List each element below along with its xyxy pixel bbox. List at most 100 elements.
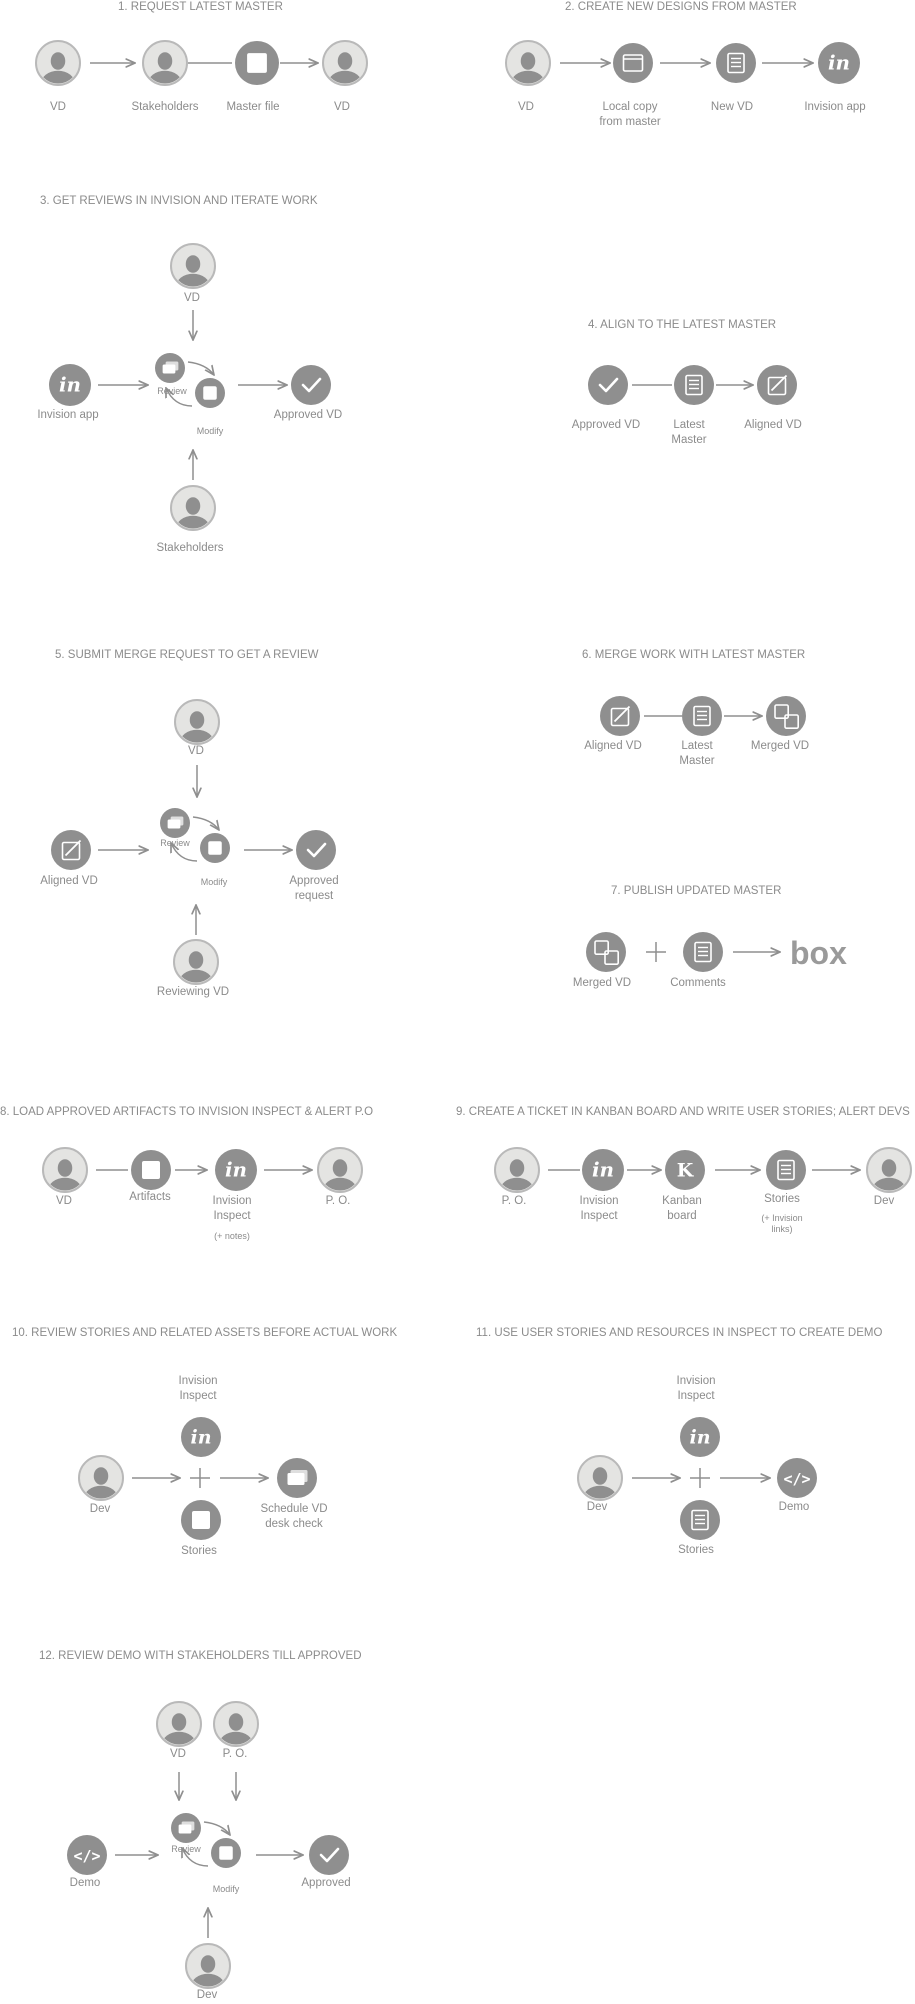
s12-po-label: P. O. [222, 1748, 248, 1760]
s11-demo-icon: </> [777, 1458, 817, 1498]
svg-text:</>: </> [783, 1470, 810, 1488]
s1-stakeholders-label: Stakeholders [131, 101, 199, 113]
s5-review-icon [160, 808, 190, 838]
s3-vd-label: VD [184, 292, 200, 304]
section-1-title: 1. REQUEST LATEST MASTER [118, 1, 283, 13]
s9-po-label: P. O. [501, 1195, 527, 1207]
s2-invision-icon: in [818, 42, 860, 84]
s8-vd-avatar [42, 1147, 88, 1193]
section-10-title: 10. REVIEW STORIES AND RELATED ASSETS BE… [12, 1327, 398, 1339]
section-12-title: 12. REVIEW DEMO WITH STAKEHOLDERS TILL A… [39, 1650, 362, 1662]
s2-new-vd-label: New VD [710, 101, 754, 113]
s2-invision-label: Invision app [804, 101, 866, 113]
s9-inspect-label: Invision Inspect [579, 1195, 619, 1222]
s8-po-label: P. O. [325, 1195, 351, 1207]
s7-box-logo: box [790, 935, 847, 971]
s7-plus [646, 942, 666, 962]
s9-stories-label: Stories [764, 1193, 800, 1205]
s10-stories-icon [181, 1500, 221, 1540]
s9-inspect-icon: in [582, 1149, 624, 1191]
svg-text:box: box [790, 935, 847, 971]
s5-loop-arrow-down [192, 816, 219, 830]
s8-po-avatar [317, 1147, 363, 1193]
section-7-title: 7. PUBLISH UPDATED MASTER [611, 885, 782, 897]
s12-review-label: Review [171, 1844, 201, 1854]
s1-vd-avatar [35, 40, 81, 86]
s3-approved-label: Approved VD [273, 409, 343, 421]
section-2-title: 2. CREATE NEW DESIGNS FROM MASTER [565, 1, 797, 13]
s9-links-label: (+ Invision links) [761, 1213, 803, 1234]
s3-invision-icon: in [49, 364, 91, 406]
s2-local-copy-label: Local copy from master [599, 101, 661, 128]
section-9-title: 9. CREATE A TICKET IN KANBAN BOARD AND W… [456, 1106, 910, 1118]
s9-dev-label: Dev [873, 1195, 895, 1207]
s3-loop-arrow-up [166, 388, 193, 407]
s9-kanban-icon: K [665, 1150, 705, 1190]
section-5-title: 5. SUBMIT MERGE REQUEST TO GET A REVIEW [55, 649, 319, 661]
s10-stories-label: Stories [181, 1545, 217, 1557]
s7-merged-icon [586, 932, 626, 972]
s5-modify-label: Modify [200, 877, 228, 887]
s4-latest-label: Latest Master [671, 419, 707, 446]
s4-approved-icon [588, 365, 628, 405]
s4-aligned-icon [757, 365, 797, 405]
s10-inspect-icon: in [181, 1417, 221, 1457]
s6-latest-icon [682, 696, 722, 736]
s11-dev-avatar [577, 1455, 623, 1501]
s5-reviewing-label: Reviewing VD [156, 986, 230, 998]
s3-vd-avatar [170, 243, 216, 289]
s12-vd-avatar [156, 1701, 202, 1747]
section-11-title: 11. USE USER STORIES AND RESOURCES IN IN… [476, 1327, 883, 1339]
s5-vd-avatar [174, 699, 220, 745]
s12-dev-label: Dev [196, 1989, 218, 2001]
s1-master-file-label: Master file [226, 101, 280, 113]
s4-approved-label: Approved VD [571, 419, 641, 431]
s12-vd-label: VD [170, 1748, 186, 1760]
s2-vd-label: VD [518, 101, 534, 113]
s11-stories-icon [680, 1500, 720, 1540]
s4-latest-icon [674, 365, 714, 405]
svg-text:in: in [190, 1426, 211, 1448]
s12-demo-icon: </> [67, 1835, 107, 1875]
s12-dev-avatar [185, 1943, 231, 1989]
s6-aligned-label: Aligned VD [584, 740, 642, 752]
s1-vd-label: VD [50, 101, 66, 113]
s5-reviewing-avatar [173, 939, 219, 985]
s8-artifacts-icon [131, 1150, 171, 1190]
s10-dev-avatar [78, 1455, 124, 1501]
s7-merged-label: Merged VD [572, 977, 632, 989]
s8-artifacts-label: Artifacts [129, 1191, 171, 1203]
s12-modify-icon [211, 1838, 241, 1868]
s11-demo-label: Demo [778, 1501, 810, 1513]
s9-stories-icon [766, 1150, 806, 1190]
s1-vd-end-label: VD [334, 101, 350, 113]
s2-new-vd-icon [716, 43, 756, 83]
s9-dev-avatar [866, 1147, 912, 1193]
s5-approved-label: Approved request [289, 875, 339, 902]
s2-local-copy-icon [613, 43, 653, 83]
s11-dev-label: Dev [586, 1501, 608, 1513]
s6-merged-label: Merged VD [750, 740, 810, 752]
s6-aligned-icon [600, 696, 640, 736]
section-4-title: 4. ALIGN TO THE LATEST MASTER [588, 319, 777, 331]
s6-merged-icon [766, 696, 806, 736]
s9-po-avatar [494, 1147, 540, 1193]
s5-aligned-label: Aligned VD [40, 875, 98, 887]
s3-modify-label: Modify [196, 426, 224, 436]
s11-inspect-label: Invision Inspect [676, 1375, 716, 1402]
s11-inspect-icon: in [680, 1417, 720, 1457]
s8-notes-label: (+ notes) [214, 1231, 250, 1241]
s3-approved-icon [291, 365, 331, 405]
s5-vd-label: VD [188, 745, 204, 757]
s9-kanban-label: Kanban board [662, 1195, 702, 1222]
s7-comments-label: Comments [670, 977, 726, 989]
svg-text:</>: </> [73, 1847, 100, 1865]
s3-stakeholders-avatar [170, 485, 216, 531]
s8-inspect-label: Invision Inspect [212, 1195, 252, 1222]
svg-text:in: in [689, 1426, 710, 1448]
s8-vd-label: VD [56, 1195, 72, 1207]
s1-vd-end-avatar [322, 40, 368, 86]
s10-plus [190, 1468, 210, 1488]
s10-dev-label: Dev [89, 1503, 111, 1515]
s5-review-label: Review [160, 838, 190, 848]
